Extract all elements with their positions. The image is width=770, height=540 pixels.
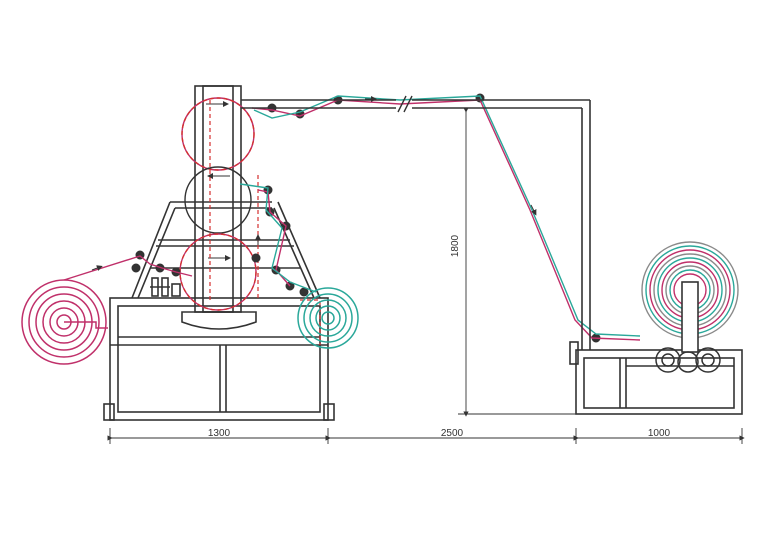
central-tower [181, 85, 257, 330]
dim-right-width: 1000 [648, 428, 671, 439]
left-supply-spool [21, 279, 108, 365]
guide-pulleys [131, 93, 601, 343]
top-gantry [241, 99, 591, 350]
drive-rollers [655, 347, 721, 373]
tower-drums [179, 97, 257, 311]
teal-strand [239, 95, 641, 337]
dim-left-width: 1300 [208, 428, 231, 439]
break-mark [397, 95, 413, 113]
strand-arrows [91, 96, 537, 271]
right-takeup-spool [641, 241, 739, 353]
left-machine-base [103, 297, 335, 421]
teal-takeup-spool [297, 287, 359, 349]
dim-middle-width: 2500 [441, 428, 464, 439]
magenta-strand [63, 99, 641, 341]
dimension-lines [107, 107, 745, 444]
right-machine-base [569, 341, 743, 415]
tower-dashed-path [209, 100, 321, 345]
drum-direction-arrows [206, 101, 231, 261]
dim-height: 1800 [450, 234, 461, 257]
tension-device [150, 277, 181, 297]
